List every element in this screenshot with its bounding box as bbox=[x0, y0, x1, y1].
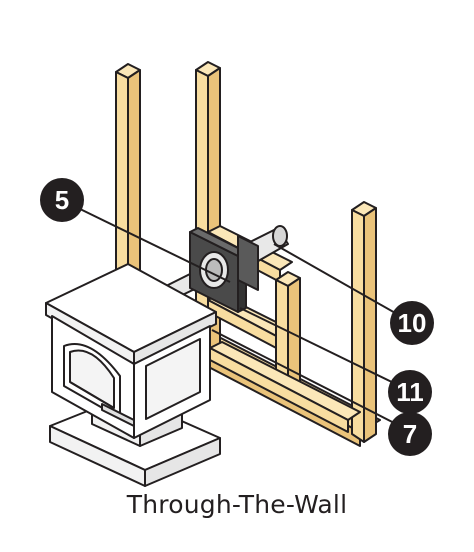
leader-lines bbox=[77, 207, 405, 429]
stud-right bbox=[351, 201, 377, 443]
leader-line-7 bbox=[211, 329, 405, 429]
leader-line-11 bbox=[239, 307, 401, 387]
stove-top bbox=[45, 263, 217, 365]
callout-10: 10 bbox=[390, 301, 434, 345]
stove-side bbox=[133, 325, 211, 439]
leader-line-5 bbox=[77, 207, 231, 283]
callout-7: 7 bbox=[388, 412, 432, 456]
svg-text:11: 11 bbox=[396, 377, 424, 407]
svg-text:7: 7 bbox=[403, 419, 417, 449]
stove-front bbox=[51, 315, 139, 439]
pellet-stove bbox=[45, 263, 221, 487]
svg-text:10: 10 bbox=[398, 308, 427, 338]
callout-11: 11 bbox=[388, 370, 432, 414]
diagram-caption: Through-The-Wall bbox=[126, 490, 348, 519]
svg-text:5: 5 bbox=[55, 185, 69, 215]
leader-line-10 bbox=[273, 243, 405, 319]
outer-collar bbox=[237, 235, 259, 291]
callout-5: 5 bbox=[40, 178, 84, 222]
